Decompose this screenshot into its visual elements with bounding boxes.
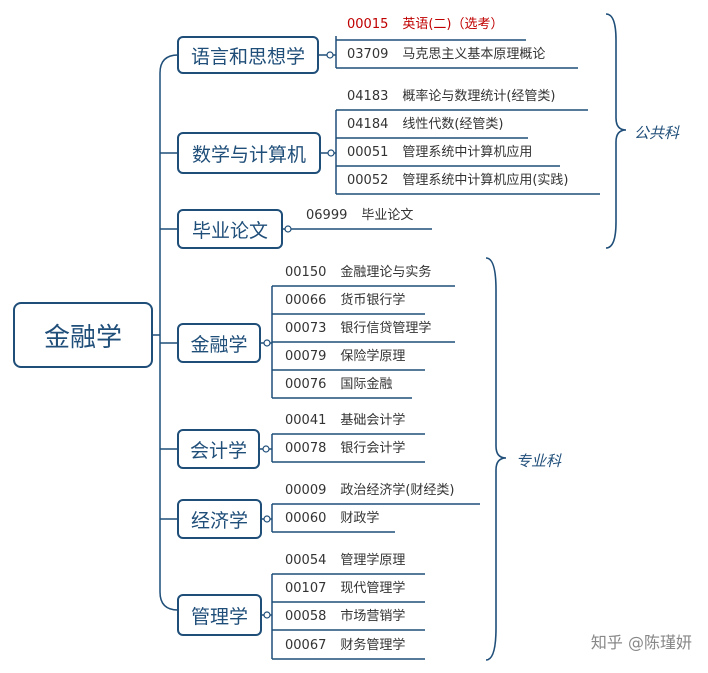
- course-name: 财政学: [340, 511, 380, 526]
- course-code: 00079: [285, 349, 327, 364]
- course-04184: 04184 线性代数(经管类): [347, 117, 504, 133]
- course-00066: 00066 货币银行学: [285, 293, 405, 309]
- course-00076: 00076 国际金融: [285, 377, 392, 393]
- category-kuaiji-node: 会计学: [177, 429, 260, 469]
- root-node: 金融学: [13, 302, 153, 368]
- course-name: 市场营销学: [340, 609, 406, 624]
- course-00052: 00052 管理系统中计算机应用(实践): [347, 173, 569, 189]
- course-03709: 03709 马克思主义基本原理概论: [347, 47, 545, 63]
- course-name: 马克思主义基本原理概论: [402, 47, 546, 62]
- course-code: 04184: [347, 117, 389, 132]
- category-jingji-node: 经济学: [177, 499, 262, 539]
- course-00051: 00051 管理系统中计算机应用: [347, 145, 532, 161]
- category-shuxue-node: 数学与计算机: [177, 132, 321, 174]
- category-yuyan-node: 语言和思想学: [177, 36, 319, 74]
- course-name: 毕业论文: [361, 208, 414, 223]
- course-00107: 00107 现代管理学: [285, 581, 405, 597]
- category-biye-node: 毕业论文: [177, 209, 283, 249]
- course-code: 00052: [347, 173, 389, 188]
- course-code: 00054: [285, 553, 327, 568]
- course-code: 00078: [285, 441, 327, 456]
- course-code: 00107: [285, 581, 327, 596]
- course-name: 管理系统中计算机应用(实践): [402, 173, 569, 188]
- course-code: 00066: [285, 293, 327, 308]
- course-00058: 00058 市场营销学: [285, 609, 405, 625]
- course-code: 03709: [347, 47, 389, 62]
- course-name: 线性代数(经管类): [402, 117, 504, 132]
- group-label-major: 专业科: [516, 452, 562, 470]
- course-00054: 00054 管理学原理: [285, 553, 405, 569]
- course-06999: 06999 毕业论文: [306, 208, 413, 224]
- group-label-public: 公共科: [634, 124, 680, 142]
- course-04183: 04183 概率论与数理统计(经管类): [347, 89, 556, 105]
- course-name: 银行信贷管理学: [340, 321, 432, 336]
- course-00041: 00041 基础会计学: [285, 413, 405, 429]
- course-name: 概率论与数理统计(经管类): [402, 89, 556, 104]
- course-name: 英语(二)（选考）: [402, 17, 504, 32]
- course-code: 00073: [285, 321, 327, 336]
- watermark: 知乎 @陈瑾妍: [590, 633, 692, 652]
- course-code: 06999: [306, 208, 348, 223]
- course-code: 00067: [285, 638, 327, 653]
- course-00067: 00067 财务管理学: [285, 638, 405, 654]
- category-jinrong-node: 金融学: [177, 323, 261, 363]
- course-name: 政治经济学(财经类): [340, 483, 455, 498]
- course-code: 00041: [285, 413, 327, 428]
- course-name: 银行会计学: [340, 441, 406, 456]
- course-name: 基础会计学: [340, 413, 406, 428]
- course-code: 00058: [285, 609, 327, 624]
- course-code: 00150: [285, 265, 327, 280]
- course-name: 国际金融: [340, 377, 393, 392]
- course-code: 04183: [347, 89, 389, 104]
- course-name: 财务管理学: [340, 638, 406, 653]
- course-name: 金融理论与实务: [340, 265, 432, 280]
- category-guanli-node: 管理学: [177, 594, 262, 636]
- course-code: 00009: [285, 483, 327, 498]
- course-code: 00060: [285, 511, 327, 526]
- course-name: 保险学原理: [340, 349, 406, 364]
- course-code: 00015: [347, 17, 389, 32]
- course-code: 00076: [285, 377, 327, 392]
- course-00073: 00073 银行信贷管理学: [285, 321, 431, 337]
- course-00060: 00060 财政学: [285, 511, 379, 527]
- course-00078: 00078 银行会计学: [285, 441, 405, 457]
- course-code: 00051: [347, 145, 389, 160]
- course-00015: 00015 英语(二)（选考）: [347, 17, 504, 33]
- course-00009: 00009 政治经济学(财经类): [285, 483, 455, 499]
- course-00150: 00150 金融理论与实务: [285, 265, 431, 281]
- course-name: 现代管理学: [340, 581, 406, 596]
- course-name: 管理系统中计算机应用: [402, 145, 533, 160]
- course-name: 管理学原理: [340, 553, 406, 568]
- course-00079: 00079 保险学原理: [285, 349, 405, 365]
- course-name: 货币银行学: [340, 293, 406, 308]
